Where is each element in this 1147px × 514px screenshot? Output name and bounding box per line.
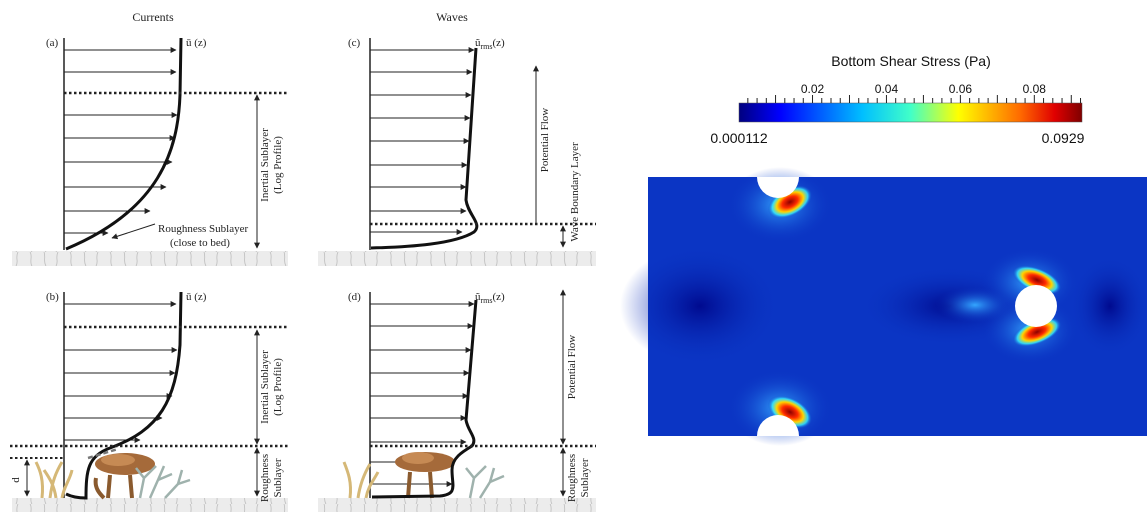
panel-c-tag: (c) bbox=[348, 37, 361, 49]
panel-b-velocity-arrows bbox=[64, 301, 178, 443]
colorbar-tick-label: 0.04 bbox=[875, 82, 899, 96]
panel-c-velocity-arrows bbox=[370, 47, 475, 235]
colorbar-min-label: 0.000112 bbox=[710, 130, 768, 146]
colorbar bbox=[738, 102, 1083, 123]
panel-a-profile-label: ū (z) bbox=[186, 37, 207, 49]
seabed-c bbox=[318, 251, 596, 266]
panel-d-tag: (d) bbox=[348, 291, 361, 303]
panel-d-roughness-label-1: Roughness bbox=[566, 454, 578, 502]
panel-a-velocity-arrows bbox=[64, 47, 178, 236]
colorbar-tick-labels: 0.02 0.04 0.06 0.08 bbox=[801, 82, 1046, 96]
colorbar-max-label: 0.0929 bbox=[1042, 130, 1085, 146]
panel-b-roughness-label-1: Roughness bbox=[259, 454, 271, 502]
seabed-d bbox=[318, 498, 596, 512]
panel-a-roughness-label-2: (close to bed) bbox=[170, 237, 230, 249]
panel-d: (d) ũrms(z) Potential Flow Roughness Sub… bbox=[342, 289, 596, 502]
coral-bed-d bbox=[342, 452, 505, 499]
panel-d-velocity-profile bbox=[371, 299, 478, 499]
wake-left-low bbox=[620, 246, 780, 366]
waves-column-title: Waves bbox=[436, 10, 468, 24]
colorbar-tick-label: 0.06 bbox=[949, 82, 973, 96]
panel-b-profile-label: ū (z) bbox=[186, 291, 207, 303]
colorbar-tick-label: 0.08 bbox=[1023, 82, 1047, 96]
panel-a-zone-label-1: Inertial Sublayer bbox=[259, 128, 271, 202]
cylinder-top-left bbox=[757, 177, 799, 198]
panel-b-roughness-label-2: Sublayer bbox=[272, 458, 284, 497]
seabed-b bbox=[12, 498, 288, 512]
shear-stress-field bbox=[620, 167, 1147, 446]
hotspot-right-bottom bbox=[1012, 317, 1062, 347]
colorbar-title: Bottom Shear Stress (Pa) bbox=[831, 53, 991, 69]
panel-c: (c) ũrms(z) Potential Flow Wave Boundary… bbox=[348, 37, 596, 250]
coral-bed-b bbox=[34, 453, 191, 500]
cylinder-right bbox=[1015, 285, 1057, 327]
panel-c-velocity-profile bbox=[370, 47, 479, 250]
panel-c-profile-label: ũrms(z) bbox=[475, 37, 505, 51]
panel-a: (a) ū (z) Inertial Sublayer (Log Profile… bbox=[46, 37, 288, 251]
panel-d-profile-label: ũrms(z) bbox=[475, 291, 505, 305]
panel-b-zone-label-1: Inertial Sublayer bbox=[259, 350, 271, 424]
panel-d-roughness-label-2: Sublayer bbox=[579, 458, 591, 497]
seabed-a bbox=[12, 251, 288, 266]
panel-d-upper-label: Potential Flow bbox=[566, 335, 578, 400]
panel-b: (b) ū (z) Inertial Sublayer (Log Profile… bbox=[10, 291, 288, 502]
cylinder-bottom-left bbox=[757, 415, 799, 436]
panel-a-zone-label-2: (Log Profile) bbox=[272, 136, 284, 194]
panel-b-dashed-profile bbox=[87, 447, 119, 460]
panel-c-lower-label: Wave Boundary Layer bbox=[569, 142, 581, 242]
panel-a-velocity-profile bbox=[65, 37, 183, 251]
currents-column-title: Currents bbox=[132, 10, 174, 24]
panel-a-roughness-label-1: Roughness Sublayer bbox=[158, 223, 248, 235]
wake-far-right-low bbox=[1070, 256, 1147, 356]
panel-a-tag: (a) bbox=[46, 37, 59, 49]
hotspot-right-top bbox=[1012, 265, 1062, 295]
panel-b-tag: (b) bbox=[46, 291, 59, 303]
boundary-layer-figure: Currents Waves (a) ū (z) Inertial Sublay… bbox=[10, 10, 596, 512]
panel-b-zone-label-2: (Log Profile) bbox=[272, 358, 284, 416]
panel-a-roughness-pointer bbox=[111, 223, 156, 240]
panel-c-upper-label: Potential Flow bbox=[539, 108, 551, 173]
colorbar-ticks bbox=[747, 95, 1082, 103]
panel-b-d-symbol: d bbox=[10, 477, 22, 483]
colorbar-tick-label: 0.02 bbox=[801, 82, 825, 96]
